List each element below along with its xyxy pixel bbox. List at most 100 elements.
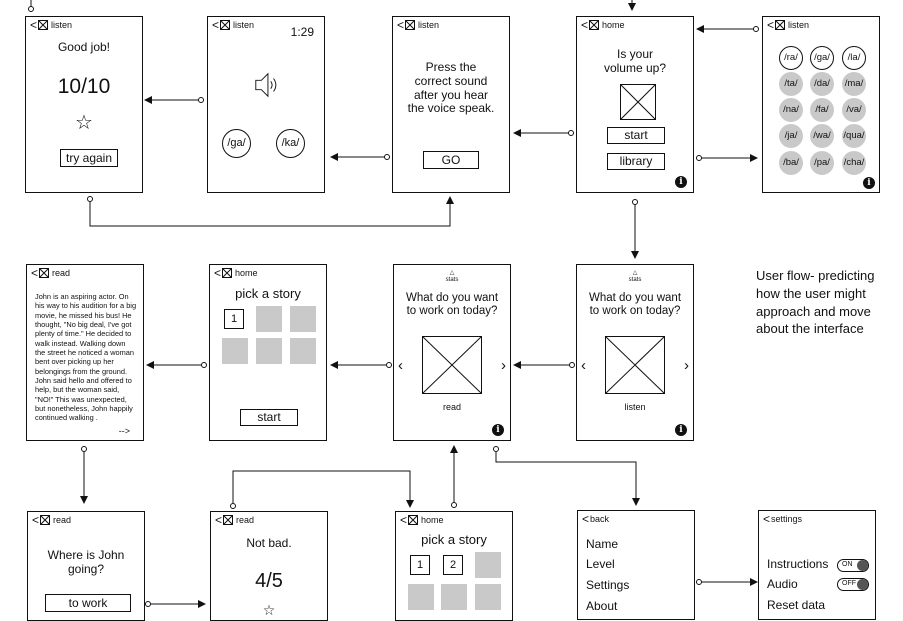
stats-icon[interactable]: △stats <box>445 270 459 283</box>
back-chevron-icon[interactable]: < <box>763 511 771 526</box>
menu-item-about[interactable]: About <box>586 599 618 613</box>
sound-ba[interactable]: /ba/ <box>779 151 803 175</box>
story-text: John is an aspiring actor. On his way to… <box>35 292 137 423</box>
story-tile-locked <box>222 338 248 364</box>
story-tile-1[interactable]: 1 <box>410 555 430 575</box>
activity-image[interactable] <box>605 336 665 394</box>
screen-settings: < settings Instructions ON Audio OFF Res… <box>758 510 876 620</box>
story-tile-locked <box>475 552 501 578</box>
reset-data-button[interactable]: Reset data <box>767 598 826 612</box>
sound-va[interactable]: /va/ <box>842 98 866 122</box>
image-placeholder-icon <box>220 20 231 30</box>
sound-cha[interactable]: /cha/ <box>842 151 866 175</box>
back-chevron-icon[interactable]: < <box>212 17 220 32</box>
sound-option-ka[interactable]: /ka/ <box>276 129 305 158</box>
sound-ja[interactable]: /ja/ <box>779 124 803 148</box>
sound-option-ga[interactable]: /ga/ <box>222 129 251 158</box>
sound-la[interactable]: /la/ <box>842 46 866 70</box>
screen-title: settings <box>771 514 803 524</box>
start-button[interactable]: start <box>240 409 298 426</box>
sound-ma[interactable]: /ma/ <box>842 72 866 96</box>
sound-da[interactable]: /da/ <box>810 72 834 96</box>
audio-label: Audio <box>767 577 798 591</box>
activity-caption: listen <box>624 402 646 412</box>
screen-read-story: < read John is an aspiring actor. On his… <box>26 264 144 441</box>
image-placeholder-icon <box>589 20 600 30</box>
activity-caption: read <box>442 402 461 412</box>
library-button[interactable]: library <box>607 153 665 170</box>
speaker-icon[interactable] <box>253 69 281 101</box>
info-icon[interactable]: i <box>675 424 687 436</box>
screen-title: listen <box>51 20 73 30</box>
prev-chevron-icon[interactable]: ‹ <box>581 357 586 374</box>
back-chevron-icon[interactable]: < <box>215 512 223 527</box>
next-arrow[interactable]: --> <box>118 426 130 436</box>
back-chevron-icon[interactable]: < <box>397 17 405 32</box>
image-placeholder-icon <box>408 515 419 525</box>
next-chevron-icon[interactable]: › <box>684 357 689 374</box>
screen-listen-intro: < listen Press the correct sound after y… <box>392 16 510 193</box>
image-placeholder-icon <box>775 20 786 30</box>
instructions-toggle[interactable]: ON <box>837 559 869 572</box>
sound-ga[interactable]: /ga/ <box>810 46 834 70</box>
back-chevron-icon[interactable]: < <box>767 17 775 32</box>
screen-listen-library: < listen /ra/ /ga/ /la/ /ta/ /da/ /ma/ /… <box>762 16 880 193</box>
next-chevron-icon[interactable]: › <box>501 357 506 374</box>
story-tile-locked <box>290 338 316 364</box>
activity-image[interactable] <box>422 336 482 394</box>
work-question: What do you want to work on today? <box>405 292 499 318</box>
sound-fa[interactable]: /fa/ <box>810 98 834 122</box>
image-placeholder-icon <box>223 515 234 525</box>
menu-item-level[interactable]: Level <box>586 557 615 571</box>
screen-menu: < back Name Level Settings About <box>577 510 695 620</box>
timer: 1:29 <box>290 25 314 39</box>
back-chevron-icon[interactable]: < <box>581 17 589 32</box>
info-icon[interactable]: i <box>863 177 875 189</box>
sound-na[interactable]: /na/ <box>779 98 803 122</box>
sound-qua[interactable]: /qua/ <box>842 124 866 148</box>
story-tile-2[interactable]: 2 <box>443 555 463 575</box>
prev-chevron-icon[interactable]: ‹ <box>398 357 403 374</box>
back-chevron-icon[interactable]: < <box>32 512 40 527</box>
start-button[interactable]: start <box>607 127 665 144</box>
go-button[interactable]: GO <box>423 151 479 169</box>
comprehension-question: Where is John going? <box>47 548 125 576</box>
screen-title: read <box>236 515 255 525</box>
stats-icon[interactable]: △stats <box>628 270 642 283</box>
image-placeholder-icon <box>40 515 51 525</box>
sound-ra[interactable]: /ra/ <box>779 46 803 70</box>
screen-title: read <box>52 268 71 278</box>
back-chevron-icon[interactable]: < <box>31 265 39 280</box>
screen-title: home <box>235 268 258 278</box>
pick-story-heading: pick a story <box>421 532 487 547</box>
screen-title: listen <box>788 20 810 30</box>
screen-home-pick-story-2: < home pick a story 1 2 <box>395 511 513 621</box>
screen-listen-play: < listen 1:29 /ga/ /ka/ <box>207 16 325 193</box>
back-chevron-icon[interactable]: < <box>400 512 408 527</box>
audio-toggle[interactable]: OFF <box>837 578 869 591</box>
story-tile-locked <box>408 584 434 610</box>
sound-wa[interactable]: /wa/ <box>810 124 834 148</box>
back-chevron-icon[interactable]: < <box>30 17 38 32</box>
answer-option[interactable]: to work <box>45 594 131 612</box>
menu-item-name[interactable]: Name <box>586 537 619 551</box>
info-icon[interactable]: i <box>492 424 504 436</box>
menu-item-settings[interactable]: Settings <box>586 578 630 592</box>
instructions-text: Press the correct sound after you hear t… <box>407 60 495 116</box>
back-chevron-icon[interactable]: < <box>582 511 590 526</box>
screen-listen-results: < listen Good job! 10/10 ☆ try again <box>25 16 143 193</box>
back-chevron-icon[interactable]: < <box>214 265 222 280</box>
screen-read-result: < read Not bad. 4/5 ☆ <box>210 511 328 621</box>
story-tile-locked <box>290 306 316 332</box>
sound-ta[interactable]: /ta/ <box>779 72 803 96</box>
image-placeholder-icon <box>222 268 233 278</box>
screen-title: read <box>53 515 72 525</box>
sound-pa[interactable]: /pa/ <box>810 151 834 175</box>
screen-read-question: < read Where is John going? to work <box>27 511 145 621</box>
info-icon[interactable]: i <box>675 176 687 188</box>
try-again-button[interactable]: try again <box>60 149 118 167</box>
score-value: 10/10 <box>57 75 111 98</box>
star-icon: ☆ <box>75 112 93 134</box>
story-tile-1[interactable]: 1 <box>224 309 244 329</box>
back-label[interactable]: back <box>590 514 610 524</box>
